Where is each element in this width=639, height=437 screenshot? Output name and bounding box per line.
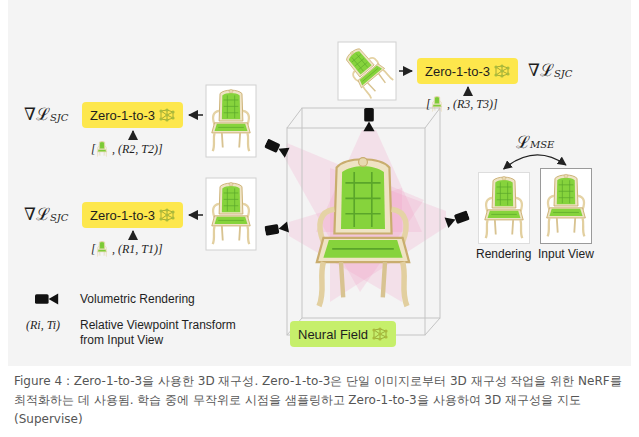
legend-text: Volumetric Rendering — [80, 292, 195, 307]
box-label: Neural Field — [298, 327, 368, 342]
model-box: Zero-1-to-3 — [417, 58, 518, 84]
gradient-symbol: ∇ℒ — [24, 106, 50, 123]
camera-icon — [363, 108, 374, 131]
camera-icon — [264, 222, 289, 237]
bracket: [ — [426, 98, 431, 111]
chair-illustration — [317, 158, 409, 307]
figure-caption: Figure 4 : Zero-1-to-3을 사용한 3D 재구성. Zero… — [14, 372, 626, 430]
loss-subscript: SJC — [554, 69, 573, 79]
gradient-symbol: ∇ℒ — [24, 206, 50, 223]
view-image — [478, 172, 530, 244]
network-icon — [159, 208, 175, 222]
model-box: Neural Field — [290, 321, 396, 347]
legend-text: Relative Viewpoint Transform from Input … — [80, 318, 255, 348]
network-icon — [372, 327, 388, 341]
view-caption: Input View — [538, 247, 594, 261]
rendered-view — [206, 85, 256, 157]
viewpoint-transform: , (R1, T1)] — [112, 243, 163, 256]
viewpoint-transform: , (R2, T2)] — [112, 143, 163, 156]
bracket: [ — [91, 243, 96, 256]
input-thumbnail — [432, 96, 442, 111]
rendered-view — [338, 42, 396, 100]
view-image — [540, 168, 592, 244]
figure-panel — [8, 0, 631, 366]
box-label: Zero-1-to-3 — [90, 208, 155, 223]
box-label: Zero-1-to-3 — [425, 64, 490, 79]
gradient-symbol: ∇ℒ — [528, 62, 554, 79]
bounding-cube — [287, 108, 440, 335]
network-icon — [494, 64, 510, 78]
flow-arrows — [133, 71, 468, 240]
legend-camera-icon — [35, 293, 58, 304]
view-node: Input View — [538, 168, 594, 261]
camera-icon — [264, 138, 290, 158]
viewpoint-transform: , (R3, T3)] — [447, 98, 498, 111]
view-caption: Rendering — [476, 247, 531, 261]
bracket: [ — [91, 143, 96, 156]
legend-sample: (Ri, Ti) — [26, 318, 60, 332]
box-label: Zero-1-to-3 — [90, 108, 155, 123]
model-box: Zero-1-to-3 — [82, 202, 183, 228]
input-thumbnail — [97, 241, 107, 256]
view-node: Rendering — [476, 172, 531, 261]
model-box: Zero-1-to-3 — [82, 102, 183, 128]
camera-icon — [445, 210, 471, 228]
loss-subscript: SJC — [50, 213, 69, 223]
rendered-view — [206, 178, 256, 250]
loss-subscript: SJC — [50, 113, 69, 123]
network-icon — [159, 108, 175, 122]
loss-label: ℒMSE — [516, 134, 554, 151]
loss-connector — [504, 155, 566, 169]
input-thumbnail — [97, 141, 107, 156]
